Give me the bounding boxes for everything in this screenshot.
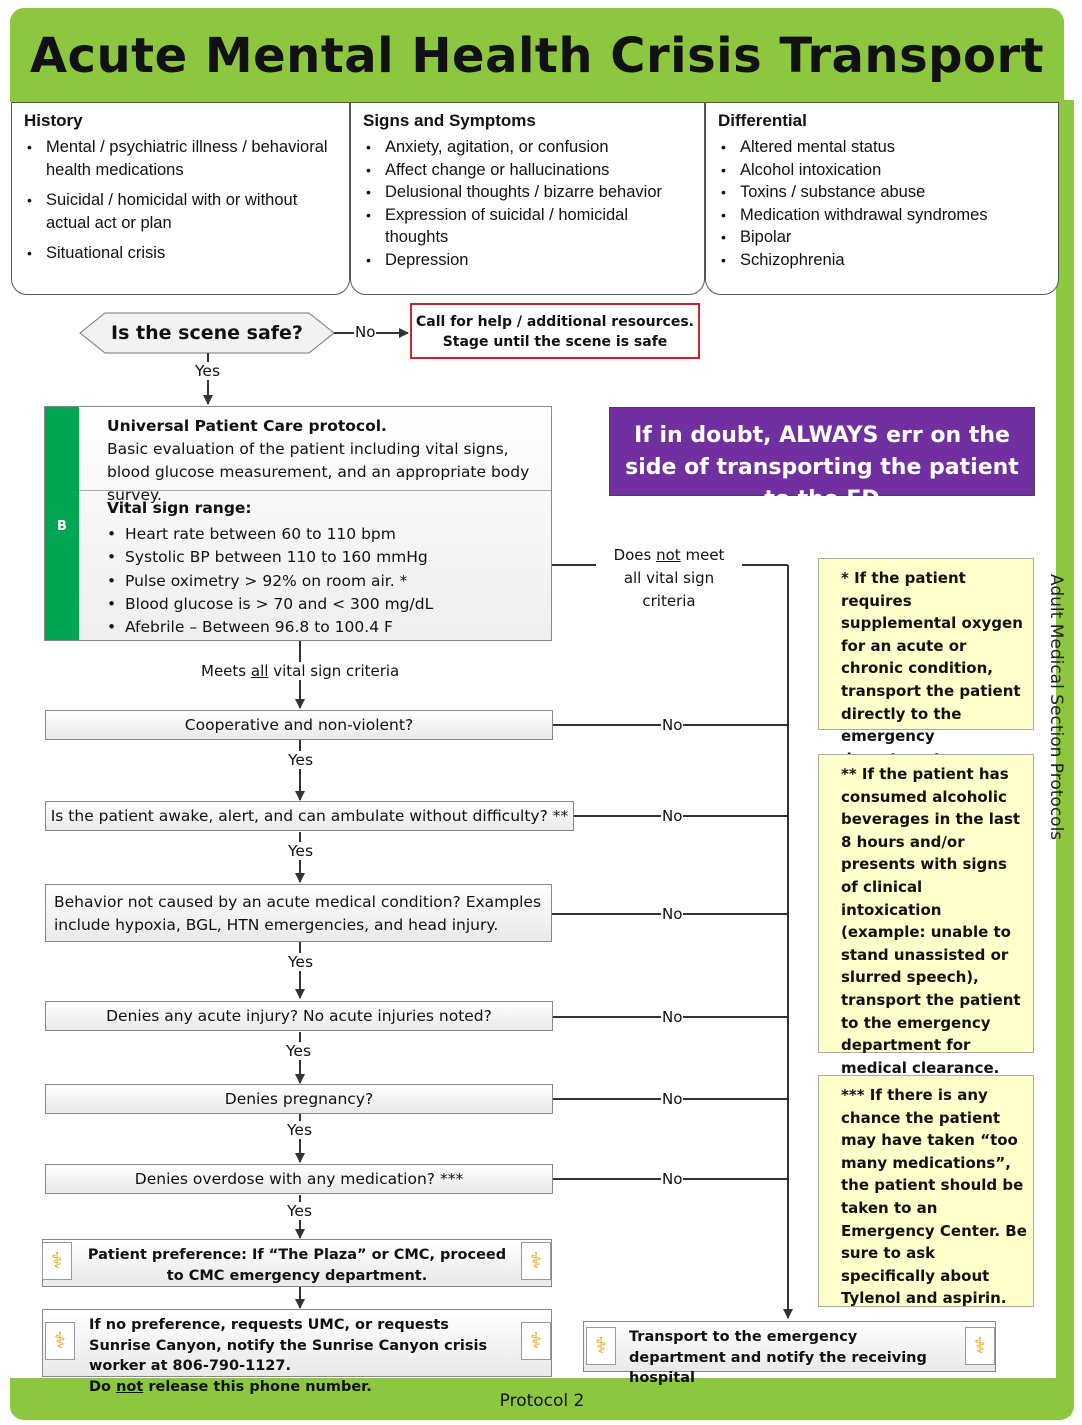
upc-title: Universal Patient Care protocol.	[107, 417, 387, 435]
signs-item: Depression	[363, 249, 692, 272]
question-behavior: Behavior not caused by an acute medical …	[45, 884, 552, 942]
question-overdose: Denies overdose with any medication? ***	[45, 1164, 553, 1194]
call-for-help-box: Call for help / additional resources. St…	[410, 303, 700, 359]
caduceus-icon: ⚕	[521, 1242, 551, 1280]
meets-all: all	[250, 662, 269, 680]
caduceus-icon: ⚕	[586, 1327, 616, 1365]
signs-item: Anxiety, agitation, or confusion	[363, 136, 692, 159]
doubt-callout: If in doubt, ALWAYS err on the side of t…	[609, 407, 1035, 512]
question-awake: Is the patient awake, alert, and can amb…	[45, 801, 574, 831]
vital-item: Blood glucose is > 70 and < 300 mg/dL	[107, 593, 551, 617]
sunrise-do: Do	[89, 1378, 111, 1395]
signs-item: Delusional thoughts / bizarre behavior	[363, 181, 692, 204]
meets-2: vital sign criteria	[273, 662, 400, 680]
question-cooperative: Cooperative and non-violent?	[45, 710, 553, 740]
not-meet-1: Does	[613, 546, 652, 564]
sunrise-not: not	[116, 1378, 144, 1395]
page-title: Acute Mental Health Crisis Transport	[29, 28, 1045, 84]
sunrise-text: If no preference, requests UMC, or reque…	[89, 1317, 488, 1374]
differential-item: Toxins / substance abuse	[718, 181, 1046, 204]
stage-line: Stage until the scene is safe	[442, 334, 668, 350]
meets-1: Meets	[201, 662, 247, 680]
history-heading: History	[24, 111, 83, 130]
no-label: No	[661, 807, 684, 825]
no-label: No	[661, 1008, 684, 1026]
footer: Protocol 2	[10, 1378, 1074, 1420]
caduceus-icon: ⚕	[42, 1242, 72, 1280]
preference-box: Patient preference: If “The Plaza” or CM…	[42, 1239, 552, 1287]
caduceus-icon: ⚕	[521, 1322, 551, 1360]
title-banner: Acute Mental Health Crisis Transport	[10, 8, 1064, 102]
yes-label: Yes	[287, 1121, 313, 1139]
yes-label: Yes	[288, 953, 314, 971]
not-meet-not: not	[656, 546, 681, 564]
no-label: No	[661, 905, 684, 923]
signs-item: Expression of suicidal / homicidal thoug…	[363, 204, 692, 249]
call-help-line: Call for help / additional resources.	[416, 314, 694, 330]
yes-label: Yes	[287, 1202, 313, 1220]
sunrise-release: release this phone number.	[148, 1378, 372, 1395]
history-box: History Mental / psychiatric illness / b…	[11, 102, 350, 295]
caduceus-icon: ⚕	[45, 1322, 75, 1360]
note-oxygen: * If the patient requires supplemental o…	[818, 558, 1034, 768]
vitals-section: Vital sign range: Heart rate between 60 …	[79, 491, 551, 640]
meets-label: Meets all vital sign criteria	[201, 662, 400, 680]
yes-label: Yes	[286, 1042, 312, 1060]
history-item: Situational crisis	[24, 242, 337, 265]
signs-heading: Signs and Symptoms	[363, 111, 536, 130]
level-strip: B	[45, 407, 79, 640]
history-item: Mental / psychiatric illness / behaviora…	[24, 136, 337, 181]
differential-heading: Differential	[718, 111, 807, 130]
universal-patient-care-box: B Universal Patient Care protocol. Basic…	[44, 406, 552, 641]
vital-item: Pulse oximetry > 92% on room air. *	[107, 570, 551, 594]
side-bar	[1056, 100, 1074, 1380]
vitals-heading: Vital sign range:	[107, 499, 252, 517]
vital-item: Systolic BP between 110 to 160 mmHg	[107, 546, 551, 570]
question-injury: Denies any acute injury? No acute injuri…	[45, 1001, 553, 1031]
differential-item: Alcohol intoxication	[718, 159, 1046, 182]
note-alcohol: ** If the patient has consumed alcoholic…	[818, 754, 1034, 1077]
yes-label: Yes	[288, 751, 314, 769]
no-label: No	[661, 716, 684, 734]
signs-item: Affect change or hallucinations	[363, 159, 692, 182]
level-label: B	[57, 519, 67, 534]
not-meet-2: meet	[685, 546, 725, 564]
question-pregnancy: Denies pregnancy?	[45, 1084, 553, 1114]
upc-desc: Basic evaluation of the patient includin…	[107, 440, 530, 504]
differential-box: Differential Altered mental status Alcoh…	[705, 102, 1059, 295]
scene-question: Is the scene safe?	[111, 322, 303, 344]
no-label: No	[661, 1090, 684, 1108]
differential-item: Bipolar	[718, 226, 1046, 249]
sunrise-canyon-box: If no preference, requests UMC, or reque…	[42, 1309, 552, 1395]
differential-item: Schizophrenia	[718, 249, 1046, 272]
history-item: Suicidal / homicidal with or without act…	[24, 189, 337, 234]
not-meet-label: Does not meet all vital sign criteria	[596, 544, 742, 613]
scene-no-label: No	[354, 323, 377, 341]
transport-box: Transport to the emergency department an…	[583, 1321, 996, 1386]
vital-item: Heart rate between 60 to 110 bpm	[107, 523, 551, 547]
not-meet-3: all vital sign criteria	[623, 569, 715, 610]
differential-item: Medication withdrawal syndromes	[718, 204, 1046, 227]
no-label: No	[661, 1170, 684, 1188]
caduceus-icon: ⚕	[965, 1327, 995, 1365]
scene-yes-label: Yes	[195, 362, 221, 380]
upc-section: Universal Patient Care protocol. Basic e…	[79, 407, 551, 504]
vital-item: Afebrile – Between 96.8 to 100.4 F	[107, 616, 551, 640]
signs-box: Signs and Symptoms Anxiety, agitation, o…	[350, 102, 705, 295]
differential-item: Altered mental status	[718, 136, 1046, 159]
yes-label: Yes	[288, 842, 314, 860]
note-medications: *** If there is any chance the patient m…	[818, 1075, 1034, 1307]
